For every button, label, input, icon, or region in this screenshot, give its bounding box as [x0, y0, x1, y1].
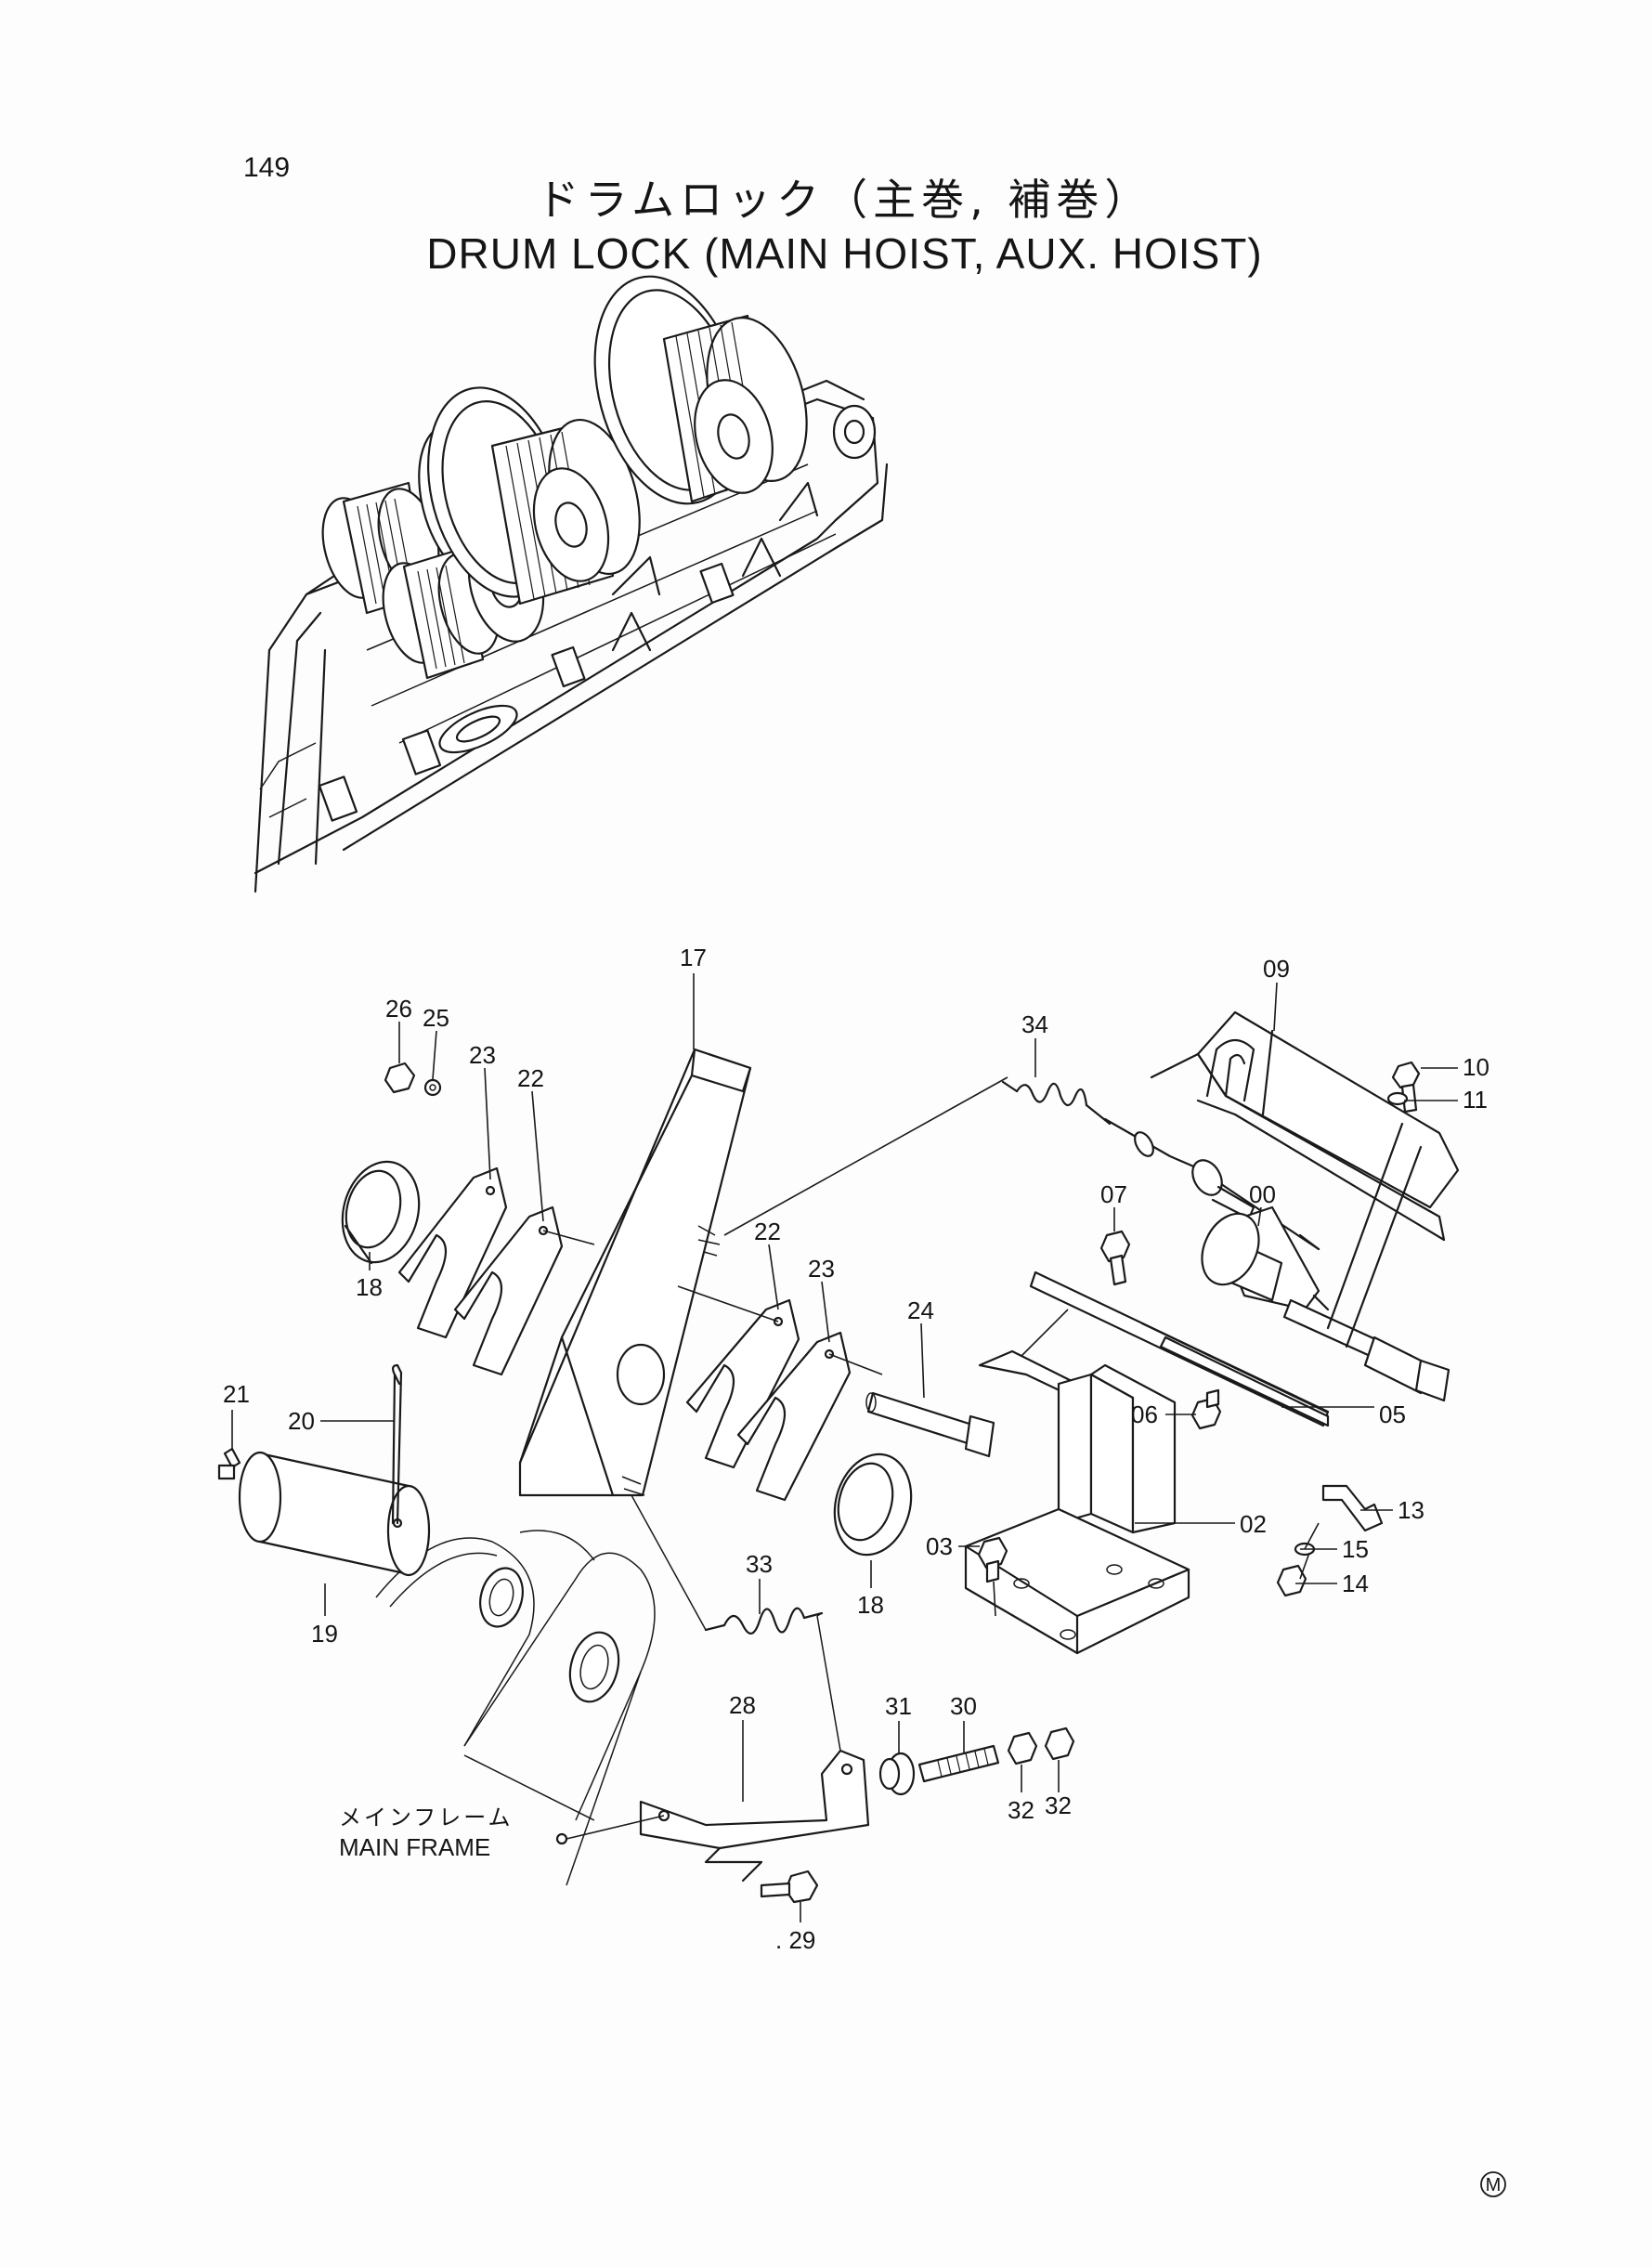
callout-14: 14: [1342, 1570, 1369, 1597]
callout-33: 33: [746, 1550, 773, 1578]
lever-part-17: [518, 1048, 752, 1497]
callout-24: 24: [907, 1296, 934, 1324]
cotter-pin-part-20: [391, 1363, 403, 1525]
callout-10: 10: [1463, 1053, 1489, 1081]
nut-part-32b: [1044, 1726, 1075, 1761]
bolt-part-06: [1190, 1388, 1222, 1430]
title-english: DRUM LOCK (MAIN HOIST, AUX. HOIST): [426, 229, 1263, 278]
bushing-part-31: [878, 1752, 916, 1796]
callout-32-b: 32: [1045, 1791, 1072, 1819]
callout-18-lower: 18: [857, 1591, 884, 1619]
pin-part-19: [238, 1451, 431, 1577]
bolt-part-29: [760, 1870, 819, 1904]
callout-02: 02: [1240, 1510, 1267, 1538]
callout-18-upper: 18: [356, 1273, 383, 1301]
callout-17: 17: [680, 944, 707, 971]
callout-00: 00: [1249, 1180, 1276, 1208]
callout-11: 11: [1463, 1086, 1488, 1114]
main-frame-lugs: [375, 1530, 656, 1886]
bracket-part-28: [639, 1615, 870, 1883]
callout-26: 26: [385, 995, 412, 1023]
bolt-part-07: [1099, 1230, 1131, 1286]
callout-15: 15: [1342, 1535, 1369, 1563]
stud-part-30: [917, 1744, 1000, 1783]
callout-13: 13: [1398, 1496, 1424, 1524]
callout-21: 21: [223, 1380, 250, 1408]
callout-29: . 29: [775, 1926, 815, 1954]
callout-06: 06: [1131, 1401, 1158, 1428]
nut-part-32a: [1007, 1731, 1038, 1765]
callout-07: 07: [1100, 1180, 1127, 1208]
callout-28: 28: [729, 1691, 756, 1719]
cover-part-09: [1150, 1010, 1460, 1348]
corner-mark-letter: M: [1486, 2175, 1502, 2195]
callout-numbers: 17 26 25 23 22 34 09 10 11 00 07 22 23 2…: [223, 944, 1489, 1954]
main-frame-label-english: MAIN FRAME: [339, 1833, 490, 1861]
bolt-part-03: [977, 1536, 1008, 1617]
ring-part-18-upper: [341, 1160, 421, 1265]
corner-circled-mark: M: [1480, 2171, 1506, 2197]
main-frame-leader: [566, 1815, 665, 1840]
plate-part-23-upper: [397, 1166, 508, 1339]
callout-leaders: [231, 973, 1458, 1922]
washer-part-11: [1386, 1091, 1409, 1106]
assembly-axis-lines-14-15: [1299, 1522, 1320, 1580]
page-number: 149: [243, 152, 291, 183]
plate-part-22-lower: [685, 1298, 800, 1469]
callout-32-a: 32: [1008, 1796, 1034, 1824]
callout-34: 34: [1021, 1010, 1048, 1038]
callout-23-lower: 23: [808, 1255, 835, 1283]
bolt-part-14: [1276, 1564, 1307, 1597]
clip-part-13: [1321, 1484, 1384, 1532]
assembly-axis-lines: [542, 1230, 883, 1375]
actuator-part-00: [1201, 1205, 1450, 1402]
callout-31: 31: [885, 1692, 912, 1720]
nut-part-26: [384, 1062, 416, 1094]
overview-frame-drawing: [254, 275, 889, 893]
callout-22-lower: 22: [754, 1218, 781, 1245]
rod-part-05: [1029, 1270, 1330, 1427]
bolt-part-24: [865, 1391, 995, 1458]
washer-part-25: [423, 1078, 442, 1097]
callout-25: 25: [423, 1004, 449, 1032]
callout-05: 05: [1379, 1401, 1406, 1428]
stand-part-02: [964, 1309, 1190, 1655]
main-frame-hole: [555, 1832, 568, 1845]
spring-part-33: [631, 1494, 824, 1635]
callout-23-upper: 23: [469, 1041, 496, 1069]
callout-20: 20: [288, 1407, 315, 1435]
callout-22-upper: 22: [517, 1064, 544, 1092]
bolt-part-10: [1391, 1061, 1421, 1114]
title-japanese: ドラムロック（主巻, 補巻）: [536, 175, 1153, 225]
spring-part-34: [723, 1076, 1112, 1236]
plate-part-22-upper: [453, 1205, 564, 1376]
main-frame-label-japanese: メインフレーム: [339, 1804, 514, 1831]
grease-nipple-part-21: [217, 1447, 241, 1480]
ring-part-18-lower: [833, 1453, 913, 1557]
plate-part-23-lower: [736, 1331, 852, 1502]
callout-03: 03: [926, 1532, 953, 1560]
callout-19: 19: [311, 1620, 338, 1648]
callout-30: 30: [950, 1692, 977, 1720]
callout-09: 09: [1263, 955, 1290, 983]
